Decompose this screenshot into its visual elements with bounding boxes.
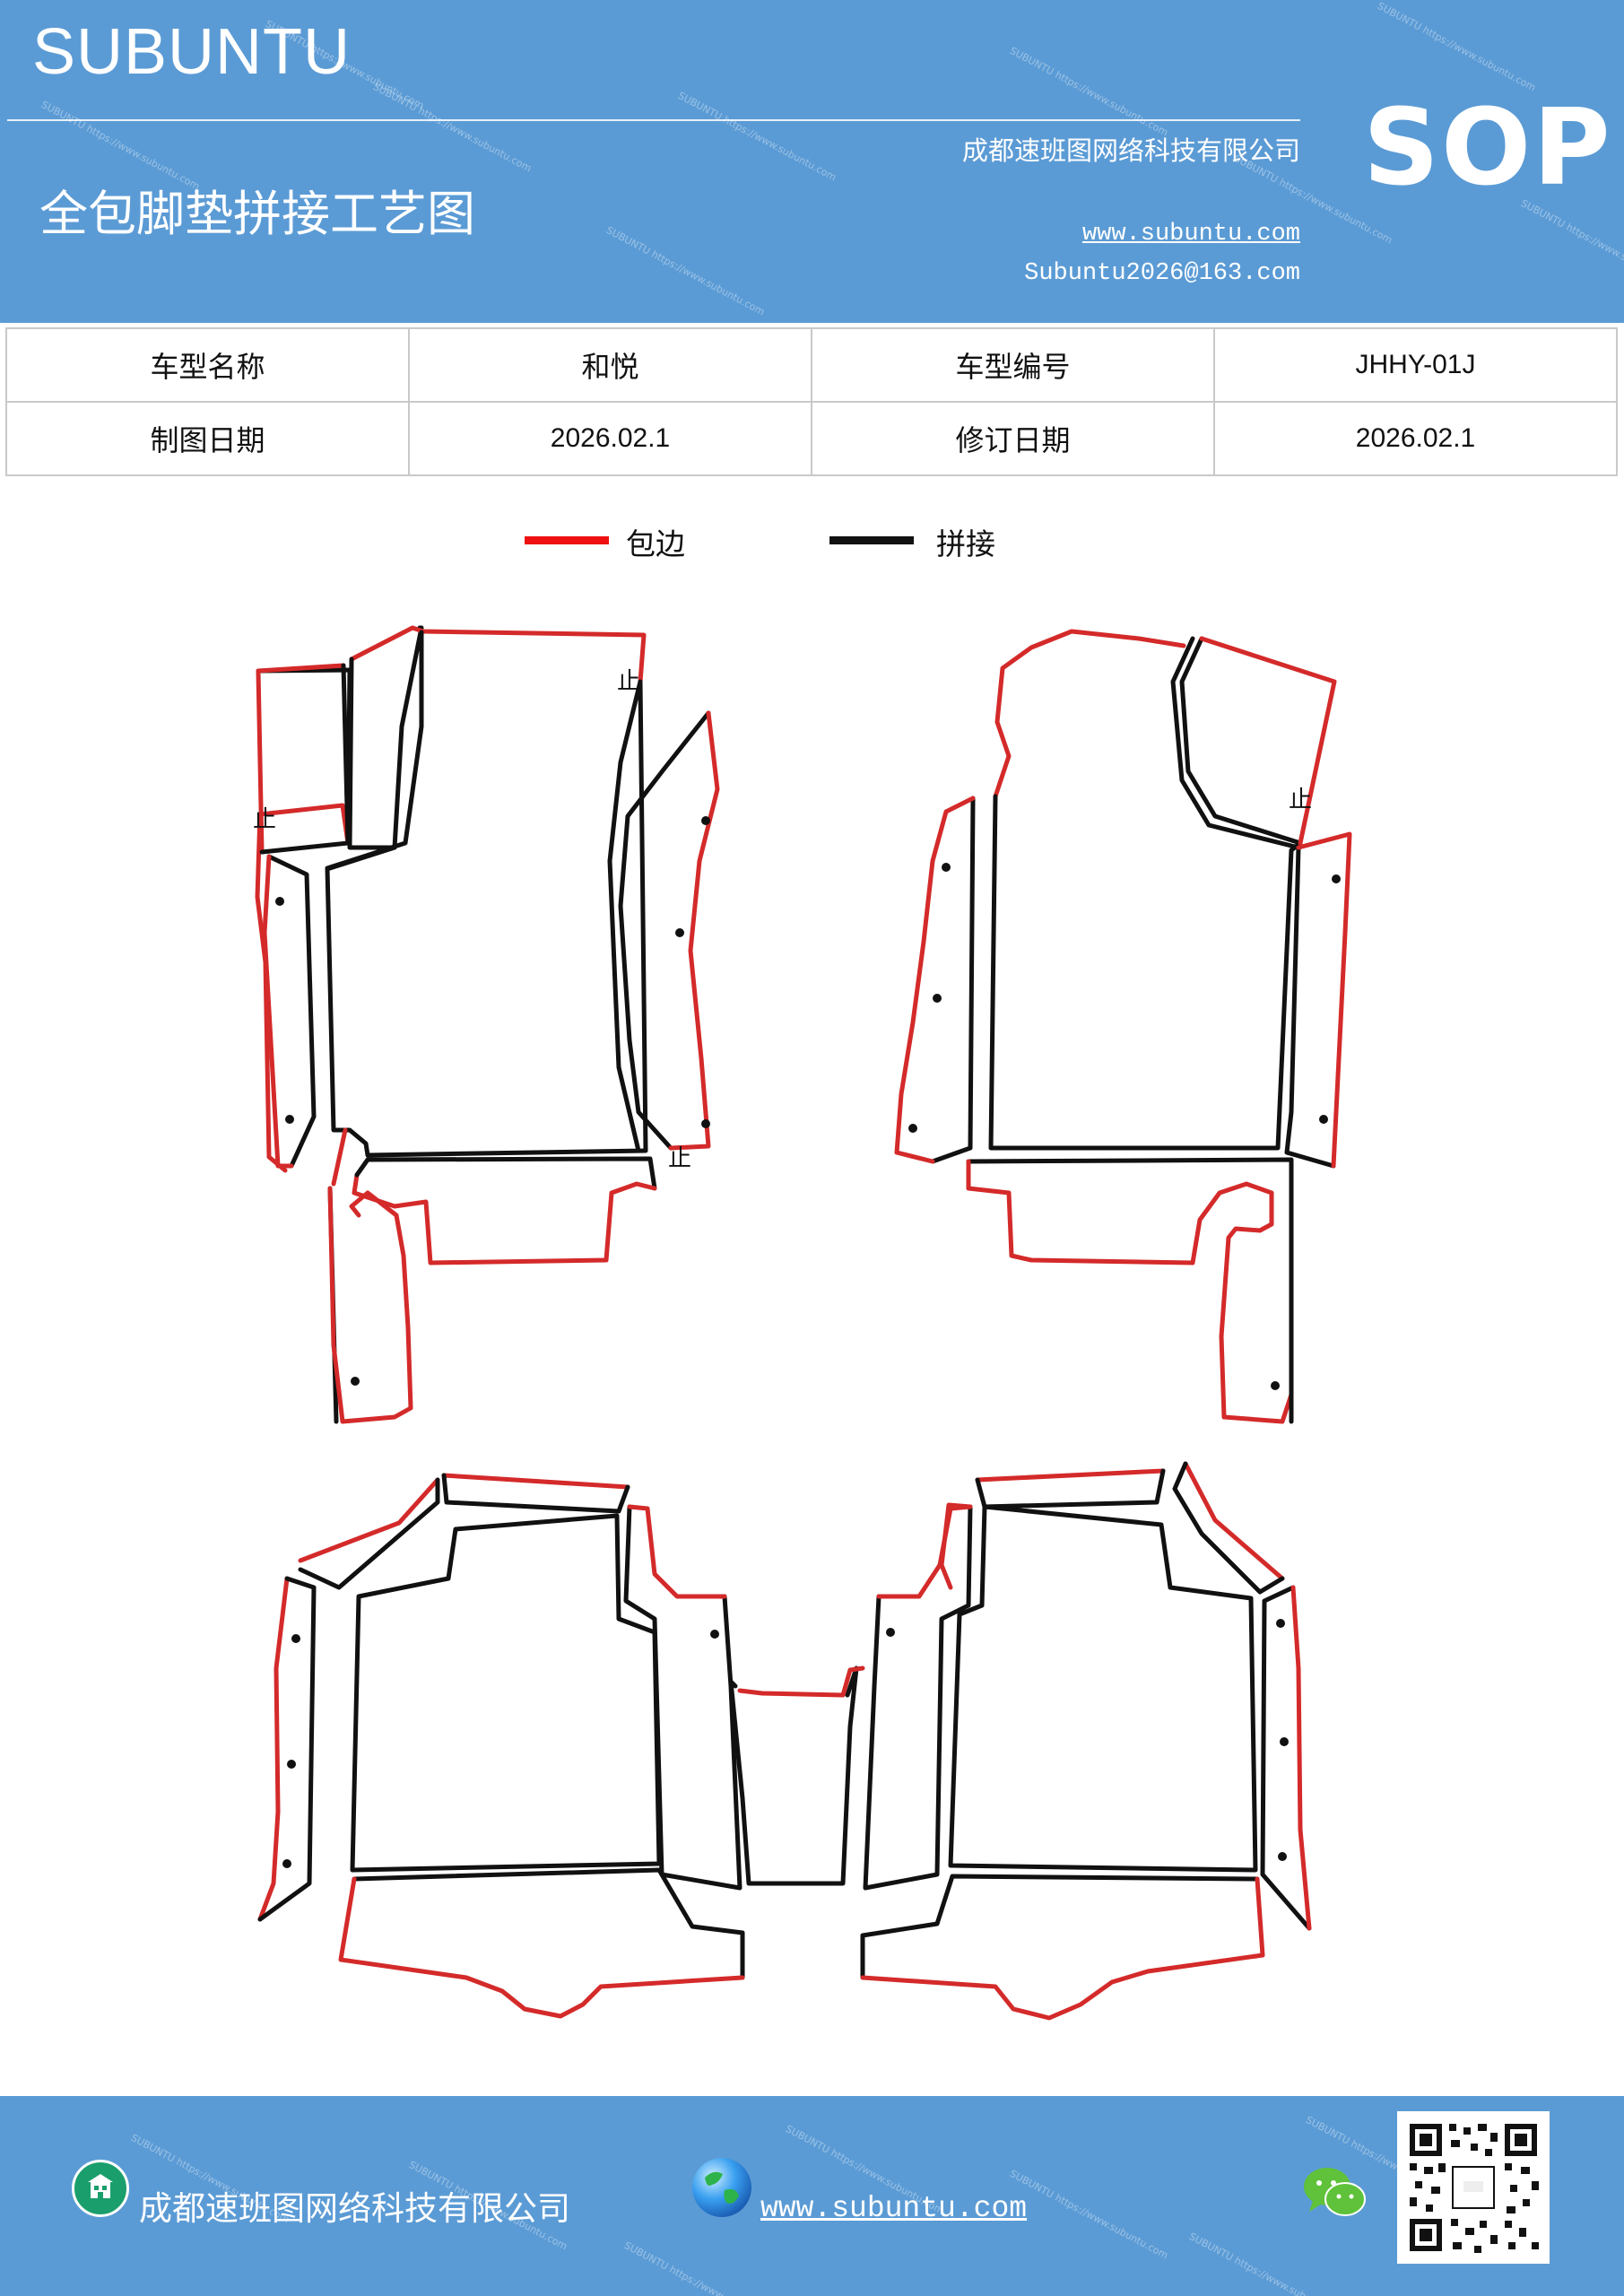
- table-cell-label: 修订日期: [811, 401, 1215, 476]
- mat-piece-rear-right-tab: [939, 1502, 973, 1590]
- mat-piece-rear-right-outer-strip: [1260, 1585, 1312, 1931]
- stop-mark: 止: [617, 668, 640, 695]
- mat-piece-rear-left-inner-strip: [623, 1504, 743, 1891]
- table-row: 制图日期 2026.02.1 修订日期 2026.02.1: [5, 401, 1618, 476]
- legend-swatch-edge: [525, 536, 609, 544]
- wechat-icon: [1302, 2165, 1367, 2221]
- mat-piece-rear-right-main: [948, 1504, 1258, 1873]
- legend-label-edge: 包边: [626, 526, 685, 561]
- mat-piece-front-right-corner: [1170, 636, 1337, 850]
- company-name: 成都速班图网络科技有限公司: [961, 135, 1300, 166]
- mat-piece-front-left-heel: [352, 1156, 657, 1265]
- stop-mark: 止: [253, 806, 276, 833]
- mat-piece-rear-left-bottom: [338, 1867, 745, 2019]
- mat-piece-front-left-main: [325, 625, 648, 1158]
- qr-code[interactable]: [1397, 2111, 1550, 2264]
- sop-badge: SOP: [1363, 85, 1612, 209]
- table-cell-value: 2026.02.1: [408, 401, 812, 476]
- mat-piece-rear-center: [728, 1665, 865, 1886]
- building-icon: [72, 2160, 129, 2217]
- mat-piece-rear-right-top-strip: [975, 1461, 1285, 1595]
- mat-piece-front-right-heel: [966, 1157, 1294, 1424]
- footer-company-name: 成都速班图网络科技有限公司: [139, 2189, 570, 2228]
- table-cell-value: JHHY-01J: [1213, 327, 1618, 403]
- header-banner: SUBUNTU https://www.subuntu.com SUBUNTU …: [0, 0, 1624, 323]
- legend-swatch-seam: [829, 536, 914, 544]
- mat-piece-front-right-left-strip: [894, 796, 976, 1164]
- page-title: 全包脚垫拼接工艺图: [39, 186, 475, 242]
- table-cell-label: 车型名称: [5, 327, 410, 403]
- website-link[interactable]: www.subuntu.com: [1081, 221, 1300, 248]
- globe-icon: [692, 2158, 751, 2217]
- brand-logo-text: SUBUNTU: [32, 16, 352, 88]
- table-cell-value: 2026.02.1: [1213, 401, 1618, 476]
- legend-label-seam: 拼接: [936, 526, 995, 561]
- vehicle-info-table: 车型名称 和悦 车型编号 JHHY-01J 制图日期 2026.02.1 修订日…: [5, 327, 1618, 476]
- mat-piece-rear-right-bottom: [860, 1874, 1265, 2021]
- table-row: 车型名称 和悦 车型编号 JHHY-01J: [5, 327, 1618, 403]
- email-address[interactable]: Subuntu2026@163.com: [1024, 260, 1300, 287]
- mat-piece-rear-left-outer-strip: [257, 1576, 317, 1922]
- footer-website-link[interactable]: www.subuntu.com: [760, 2192, 1028, 2225]
- mat-piece-front-right-upper: [988, 629, 1303, 1151]
- stop-mark: 止: [668, 1145, 691, 1172]
- mat-piece-front-left-right-strip: [618, 710, 720, 1151]
- table-cell-value: 和悦: [408, 327, 812, 403]
- watermark: SUBUNTU https://www.subuntu.com: [621, 2239, 785, 2296]
- mat-piece-front-right-right-strip: [1284, 831, 1352, 1169]
- mat-piece-front-left-flap: [255, 667, 352, 1173]
- watermark: SUBUNTU https://www.subuntu.com: [1186, 2231, 1350, 2296]
- fastener-holes: [275, 816, 1341, 1868]
- stop-mark: 止: [1289, 787, 1312, 813]
- table-cell-label: 制图日期: [5, 401, 410, 476]
- header-divider: [7, 119, 1300, 121]
- mat-piece-rear-left-main: [350, 1513, 662, 1873]
- watermark: SUBUNTU https://www.subuntu.com: [1007, 2168, 1170, 2262]
- table-cell-label: 车型编号: [811, 327, 1215, 403]
- mat-piece-front-left-toe: [327, 1127, 413, 1424]
- mat-piece-rear-left-top-strip: [298, 1473, 630, 1590]
